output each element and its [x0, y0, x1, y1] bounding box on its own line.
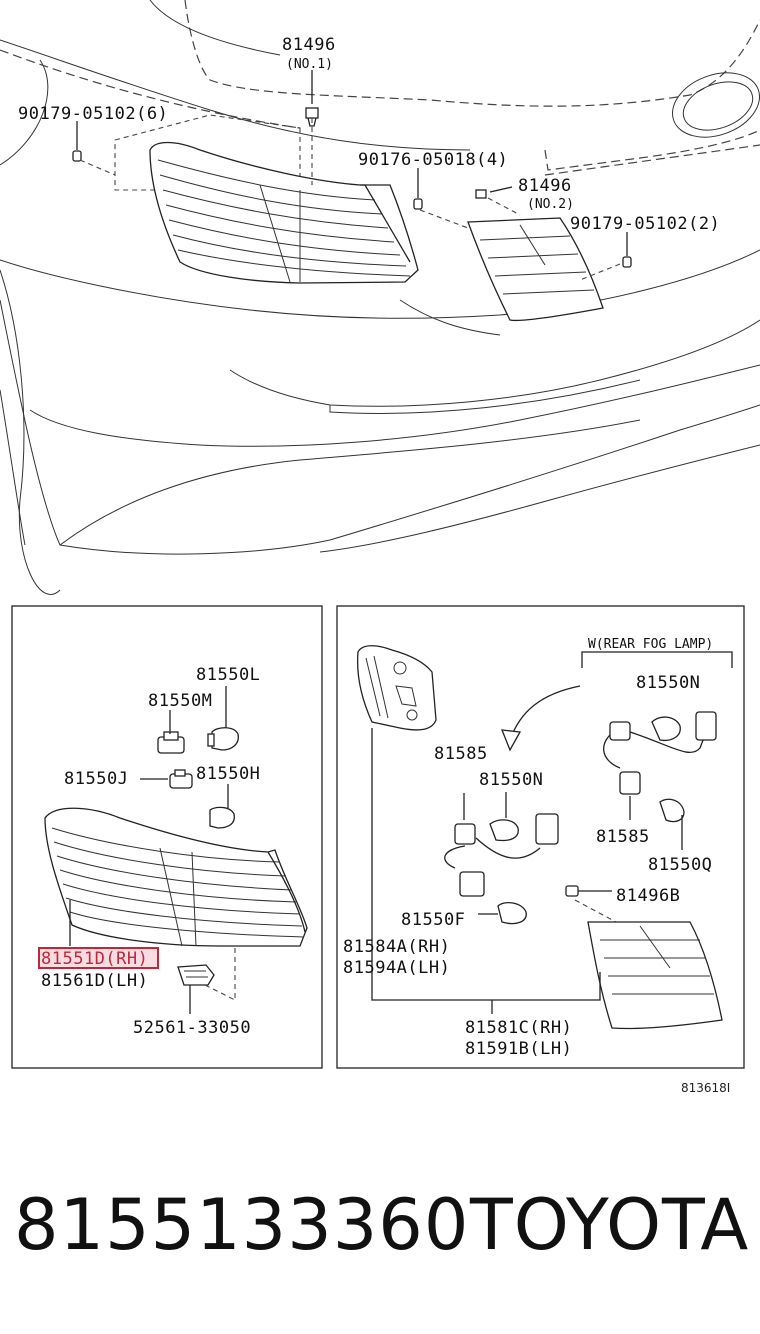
label-81585-fog: 81585	[596, 827, 650, 847]
label-81584A-RH: 81584A(RH)	[343, 937, 450, 957]
clip-81496-no1	[305, 107, 319, 127]
right-detail-panel	[336, 605, 745, 1069]
harness-81585	[444, 792, 559, 925]
label-81496-no1: 81496	[282, 35, 336, 55]
highlight-box-81551D	[38, 947, 159, 969]
label-81496-no1-sub: (NO.1)	[286, 57, 333, 72]
top-leaders	[76, 70, 628, 281]
bulb-81550L	[207, 727, 239, 751]
top-fasteners	[72, 107, 632, 268]
left-tail-lamp-top	[114, 114, 419, 284]
label-52561-33050: 52561-33050	[133, 1018, 251, 1038]
fog-lamp-bracket	[581, 651, 733, 668]
label-81594A-LH: 81594A(LH)	[343, 958, 450, 978]
label-w-rear-fog-lamp: W(REAR FOG LAMP)	[588, 637, 713, 652]
gasket-81584A	[356, 645, 437, 731]
label-90179-2: 90179-05102(2)	[570, 214, 720, 234]
diagram-code: 813618I	[681, 1081, 730, 1095]
label-81550L: 81550L	[196, 665, 260, 685]
label-81550F: 81550F	[401, 910, 465, 930]
assembly-bracket-81581C	[371, 728, 601, 1001]
inner-lamp-81581C	[587, 921, 723, 1030]
label-81550N: 81550N	[479, 770, 543, 790]
label-81550N-fog: 81550N	[636, 673, 700, 693]
part-number: 8155133360	[14, 1184, 470, 1266]
label-81550Q: 81550Q	[648, 855, 712, 875]
right-inner-lamp-top	[467, 217, 604, 322]
label-81550M: 81550M	[148, 691, 212, 711]
label-81550J: 81550J	[64, 769, 128, 789]
label-90179-6: 90179-05102(6)	[18, 104, 168, 124]
label-81585: 81585	[434, 744, 488, 764]
brand-name: TOYOTA	[470, 1184, 750, 1266]
left-detail-panel	[11, 605, 323, 1069]
clip-81496-no2	[475, 189, 487, 199]
bulb-81550H	[209, 806, 235, 829]
label-81581C-RH: 81581C(RH)	[465, 1018, 572, 1038]
label-81561D-LH: 81561D(LH)	[41, 971, 148, 991]
socket-81550J	[169, 769, 193, 789]
label-81591B-LH: 81591B(LH)	[465, 1039, 572, 1059]
fog-wire-harness	[603, 711, 717, 850]
label-81551D-RH: 81551D(RH)	[41, 949, 148, 969]
label-81496-no2-sub: (NO.2)	[527, 197, 574, 212]
clip-52561-33050	[177, 964, 215, 986]
left-bulbs-sockets	[140, 686, 239, 829]
label-81496B: 81496B	[616, 886, 680, 906]
tail-lamp-81551D	[44, 807, 308, 1000]
clip-81496B	[565, 885, 617, 923]
label-90176-4: 90176-05018(4)	[358, 150, 508, 170]
socket-81550M	[157, 731, 185, 754]
screw-90179-6	[72, 150, 82, 162]
label-81496-no2: 81496	[518, 176, 572, 196]
label-81550H: 81550H	[196, 764, 260, 784]
screw-90179-2	[622, 256, 632, 268]
screw-90176-4	[413, 198, 423, 210]
car-body-outline	[0, 0, 760, 595]
